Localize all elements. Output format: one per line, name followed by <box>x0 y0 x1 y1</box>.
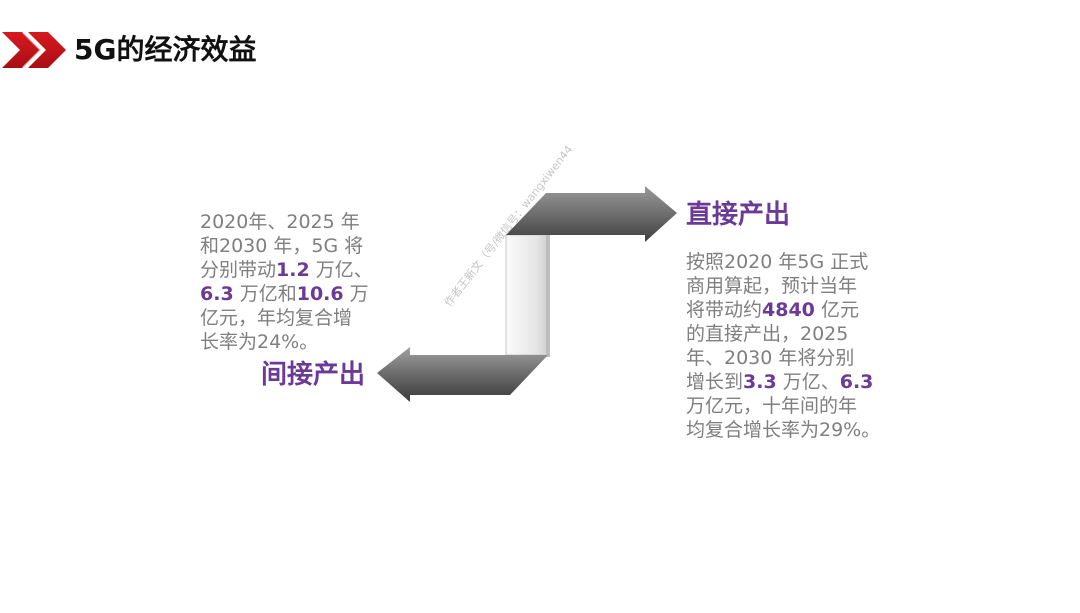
highlight-value: 6.3 <box>839 371 874 393</box>
indirect-output-description: 2020年、2025 年和2030 年，5G 将分别带动1.2 万亿、6.3 万… <box>200 210 373 354</box>
highlight-value: 10.6 <box>296 283 344 305</box>
direct-output-arrow <box>506 186 677 242</box>
text-line: 和2030 年，5G 将 <box>200 234 373 258</box>
text-segment: 的直接产出，2025 <box>686 323 849 345</box>
text-line: 均复合增长率为29%。 <box>686 418 880 442</box>
text-line: 增长到3.3 万亿、6.3 <box>686 370 880 394</box>
text-segment: 亿元，年均复合增 <box>200 307 353 329</box>
indirect-output-arrow <box>377 347 548 402</box>
text-segment: 万亿和 <box>233 283 297 305</box>
text-line: 万亿元，十年间的年 <box>686 394 880 418</box>
text-segment: 年、2030 年将分别 <box>686 347 855 369</box>
text-line: 分别带动1.2 万亿、 <box>200 258 373 282</box>
connector-strip <box>505 234 550 357</box>
text-segment: 和2030 年，5G 将 <box>200 235 364 257</box>
text-segment: 商用算起，预计当年 <box>686 275 858 297</box>
title-bar <box>2 28 68 72</box>
text-segment: 万亿、 <box>309 259 373 281</box>
text-line: 按照2020 年5G 正式 <box>686 250 880 274</box>
s-shaped-arrow-diagram <box>377 186 677 402</box>
text-segment: 将带动约 <box>686 299 763 321</box>
text-line: 将带动约4840 亿元 <box>686 298 880 322</box>
text-segment: 亿元 <box>814 299 859 321</box>
text-segment: 分别带动 <box>200 259 277 281</box>
indirect-output-label: 间接产出 <box>261 360 366 390</box>
text-segment: 万亿元，十年间的年 <box>686 395 858 417</box>
text-line: 2020年、2025 年 <box>200 210 373 234</box>
highlight-value: 4840 <box>762 299 815 321</box>
highlight-value: 6.3 <box>200 283 234 305</box>
text-segment: 万 <box>343 283 369 305</box>
highlight-value: 1.2 <box>276 259 310 281</box>
text-line: 6.3 万亿和10.6 万 <box>200 282 373 306</box>
text-line: 长率为24%。 <box>200 330 373 354</box>
text-line: 年、2030 年将分别 <box>686 346 880 370</box>
double-chevron-right-icon <box>2 32 66 68</box>
text-segment: 按照2020 年5G 正式 <box>686 251 869 273</box>
direct-output-description: 按照2020 年5G 正式商用算起，预计当年将带动约4840 亿元的直接产出，2… <box>686 250 880 442</box>
text-segment: 增长到 <box>686 371 744 393</box>
text-segment: 万亿、 <box>776 371 840 393</box>
text-line: 的直接产出，2025 <box>686 322 880 346</box>
direct-output-label: 直接产出 <box>686 200 791 230</box>
text-segment: 长率为24%。 <box>200 331 319 353</box>
text-line: 亿元，年均复合增 <box>200 306 373 330</box>
text-segment: 2020年、2025 年 <box>200 211 360 233</box>
text-line: 商用算起，预计当年 <box>686 274 880 298</box>
highlight-value: 3.3 <box>743 371 777 393</box>
text-segment: 均复合增长率为29%。 <box>686 419 881 441</box>
page-title: 5G的经济效益 <box>74 33 257 66</box>
